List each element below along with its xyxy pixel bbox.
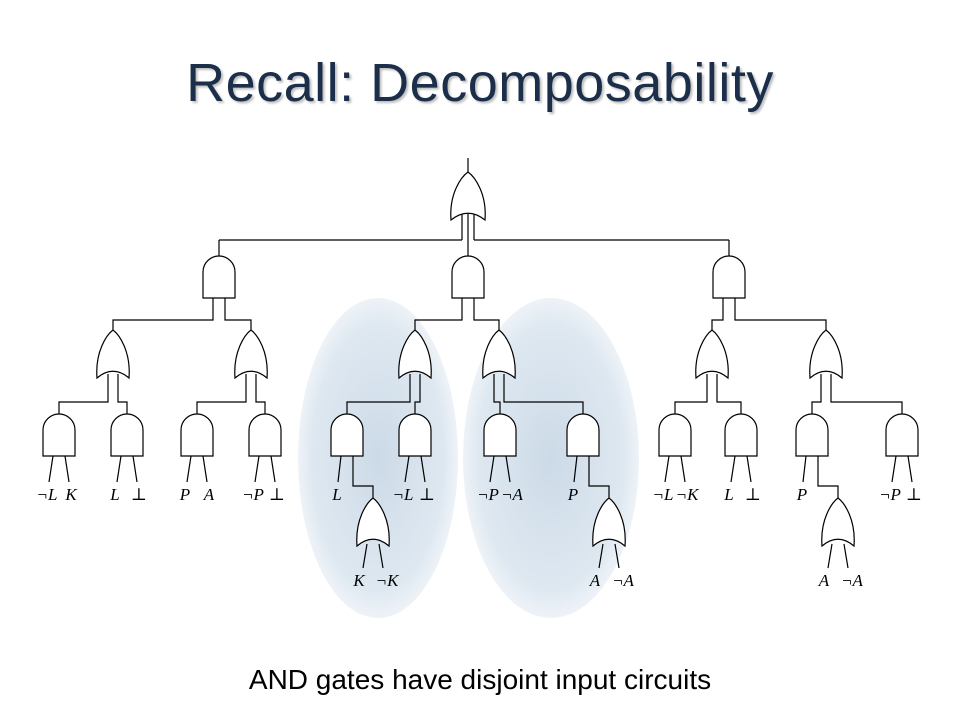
leaf-input-wires-10 [730, 455, 752, 483]
literal-1a: ¬L [37, 485, 58, 504]
literal-11-or-a: A [818, 571, 830, 590]
and-gate-leaf-7 [483, 413, 517, 457]
leaf-input-wires-9 [664, 455, 686, 483]
leaf-input-wires-4 [254, 455, 276, 483]
leaf-input-wires-3 [186, 455, 208, 483]
leaf-input-wires-7 [489, 455, 511, 483]
leaf-input-wires-1 [48, 455, 70, 483]
literal-3b: A [203, 485, 215, 504]
root-or-gate [450, 171, 486, 222]
leaf-input-wires-5 [337, 455, 374, 498]
and-gate-leaf-11 [795, 413, 829, 457]
leaf-input-wires-12 [891, 455, 913, 483]
or-gate-level2-2-2 [482, 329, 516, 380]
or-level2-input-wires-5 [674, 374, 742, 418]
literal-8-or-b: ¬A [612, 571, 634, 590]
literal-8a: P [567, 485, 578, 504]
leaf-input-wires-11 [802, 455, 839, 498]
or-level2-input-wires-3 [346, 374, 421, 418]
literal-5-or-a: K [352, 571, 366, 590]
and-gate-leaf-12 [885, 413, 919, 457]
nested-or-input-wires-11 [827, 543, 849, 569]
and-gate-leaf-8 [566, 413, 600, 457]
and-gate-leaf-4 [248, 413, 282, 457]
and-gate-leaf-9 [658, 413, 692, 457]
literal-4b: ⊥ [269, 485, 285, 504]
or-gate-level2-3-2 [809, 329, 843, 380]
literal-11-or-b: ¬A [841, 571, 863, 590]
root-input-wires [461, 214, 475, 256]
leaf-input-wires-6 [404, 455, 426, 483]
or-gate-nested-5 [356, 497, 390, 548]
or-gate-level2-1-1 [96, 329, 130, 380]
literal-9b: ¬K [676, 485, 700, 504]
literal-8-or-a: A [589, 571, 601, 590]
caption: AND gates have disjoint input circuits [248, 664, 712, 695]
and-level1-input-wires-2 [414, 298, 500, 334]
or-gate-level2-2-1 [398, 329, 432, 380]
or-level2-input-wires-1 [58, 374, 128, 418]
and-gate-leaf-3 [180, 413, 214, 457]
and-level1-input-wires-3 [711, 298, 827, 334]
literal-12b: ⊥ [906, 485, 922, 504]
literal-12a: ¬P [879, 485, 901, 504]
literal-9a: ¬L [653, 485, 674, 504]
and-gate-level1-2 [451, 255, 485, 299]
and-level1-input-wires-1 [112, 298, 252, 334]
literal-1b: K [64, 485, 78, 504]
and-gate-level1-3 [712, 255, 746, 299]
literal-7b: ¬A [501, 485, 523, 504]
and-gate-level1-1 [202, 255, 236, 299]
literal-10a: L [723, 485, 733, 504]
root-branch-drops [218, 240, 730, 258]
and-gate-leaf-10 [724, 413, 758, 457]
and-gate-leaf-5 [330, 413, 364, 457]
or-level2-input-wires-4 [493, 374, 584, 418]
literal-5a: L [331, 485, 341, 504]
literal-10b: ⊥ [745, 485, 761, 504]
or-level2-input-wires-6 [811, 374, 903, 418]
literal-2a: L [109, 485, 119, 504]
slide-title: Recall: Decomposability [186, 53, 774, 113]
literal-6b: ⊥ [419, 485, 435, 504]
literal-4a: ¬P [242, 485, 264, 504]
and-gate-leaf-6 [398, 413, 432, 457]
nested-or-input-wires-8 [598, 543, 620, 569]
literal-11a: P [796, 485, 807, 504]
highlight-left-subcircuit [298, 298, 458, 618]
or-gate-nested-8 [592, 497, 626, 548]
literal-3a: P [179, 485, 190, 504]
or-gate-level2-3-1 [695, 329, 729, 380]
literal-2b: ⊥ [131, 485, 147, 504]
literal-7a: ¬P [477, 485, 499, 504]
leaf-input-wires-2 [116, 455, 138, 483]
and-gate-leaf-1 [42, 413, 76, 457]
or-level2-input-wires-2 [196, 374, 266, 418]
or-gate-level2-1-2 [234, 329, 268, 380]
and-gate-leaf-2 [110, 413, 144, 457]
nested-or-input-wires-5 [362, 543, 384, 569]
literal-5-or-b: ¬K [376, 571, 400, 590]
leaf-input-wires-8 [573, 455, 610, 498]
or-gate-nested-11 [821, 497, 855, 548]
literal-6a: ¬L [393, 485, 414, 504]
